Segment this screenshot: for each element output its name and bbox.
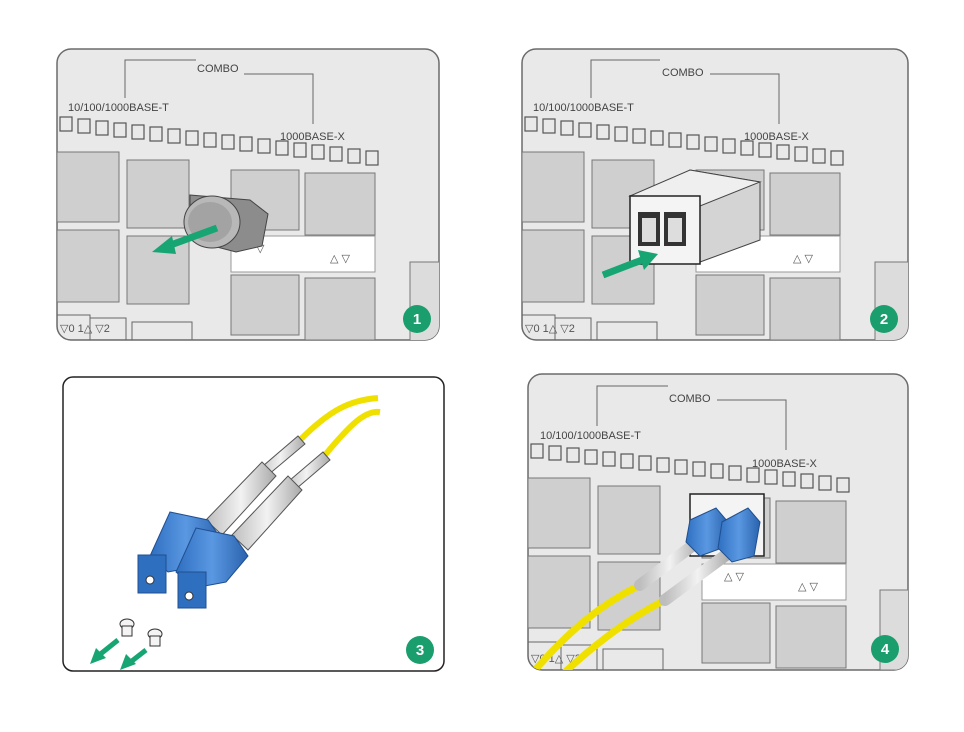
svg-text:△ ▽: △ ▽ — [798, 581, 819, 593]
rj45-ports — [522, 151, 655, 305]
arrow-icon — [96, 638, 120, 658]
step-badge-icon — [871, 635, 899, 663]
combo-label: COMBO — [669, 393, 711, 405]
panel-4: COMBO 10/100/1000BASE-T 1000BASE-X △ ▽ — [527, 373, 909, 671]
step-number: 2 — [880, 311, 888, 328]
step-badge-icon — [406, 636, 434, 664]
port-number-strip: ▽0 1△ ▽2 — [522, 314, 658, 340]
svg-text:△ ▽: △ ▽ — [724, 571, 745, 583]
svg-text:△ ▽: △ ▽ — [330, 253, 351, 265]
svg-text:▽0 1△ ▽2: ▽0 1△ ▽2 — [60, 323, 110, 335]
fiber-ports-label: 1000BASE-X — [744, 131, 809, 143]
fiber-cables — [532, 507, 761, 670]
panel-3: 3 — [62, 376, 445, 672]
panel-1: COMBO 10/100/1000BASE-T 1000BASE-X — [56, 48, 440, 341]
step-number: 3 — [416, 642, 424, 659]
arrow-icon — [638, 250, 658, 270]
arrow-icon — [152, 236, 176, 254]
step-badge-icon — [403, 305, 431, 333]
led-row — [524, 116, 844, 166]
svg-text:▽0 1△ ▽2: ▽0 1△ ▽2 — [525, 323, 575, 335]
copper-ports-label: 10/100/1000BASE-T — [540, 430, 641, 442]
step-badge-icon — [870, 305, 898, 333]
led-row — [530, 443, 850, 493]
arrow-icon — [601, 256, 644, 279]
arrow-icon — [166, 224, 219, 250]
dust-caps — [119, 618, 163, 647]
svg-text:△ ▽: △ ▽ — [793, 253, 814, 265]
step-number: 1 — [413, 311, 421, 328]
step-number: 4 — [881, 641, 890, 658]
sfp-ports: △ ▽ ▽ — [230, 169, 439, 340]
fiber-ports-label: 1000BASE-X — [280, 131, 345, 143]
lc-connector-right — [175, 451, 331, 609]
copper-ports-label: 10/100/1000BASE-T — [68, 102, 169, 114]
led-row — [59, 116, 379, 166]
combo-label: COMBO — [197, 63, 239, 75]
fiber-ports-label: 1000BASE-X — [752, 458, 817, 470]
rj45-ports — [57, 151, 190, 305]
svg-text:▽: ▽ — [256, 243, 265, 255]
sfp-transceiver — [628, 169, 762, 265]
lc-connector-left — [137, 435, 306, 594]
panel-2: COMBO 10/100/1000BASE-T 1000BASE-X △ ▽ — [521, 48, 909, 341]
port-number-strip: ▽0 1△ ▽2 — [57, 314, 193, 340]
combo-label: COMBO — [662, 67, 704, 79]
arrow-icon — [120, 654, 136, 670]
arrow-icon — [90, 648, 106, 664]
copper-ports-label: 10/100/1000BASE-T — [533, 102, 634, 114]
